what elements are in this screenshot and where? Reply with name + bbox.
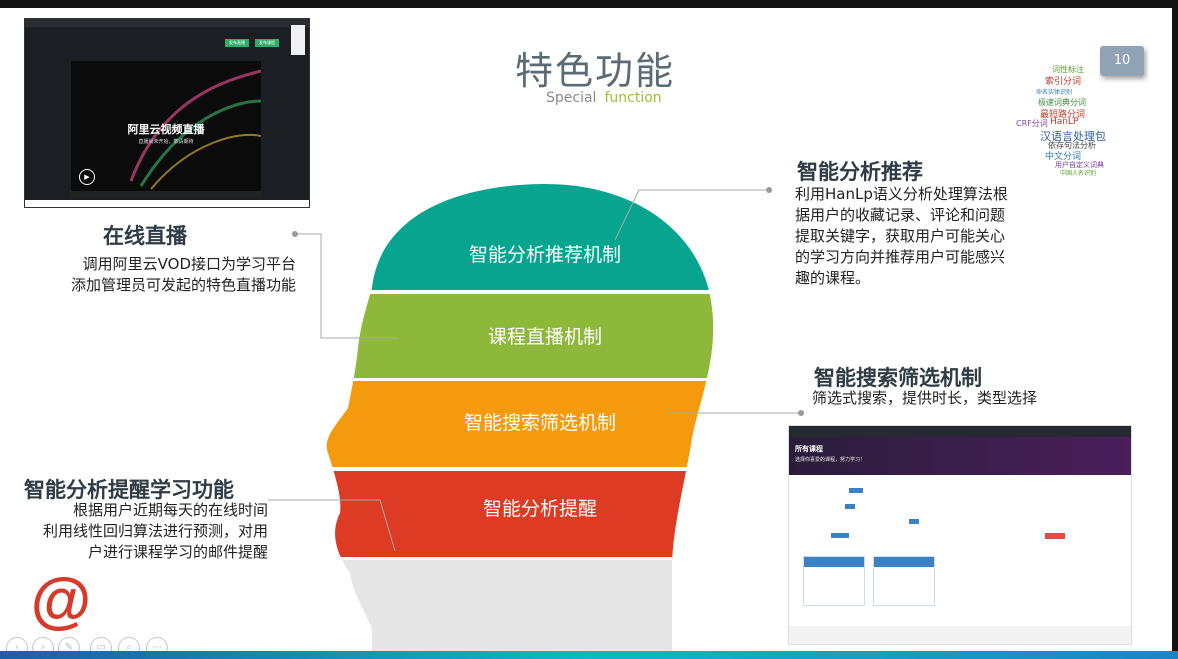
word-cloud-term: 用户自定义词典	[1055, 161, 1104, 169]
ss-video-swirl	[129, 69, 261, 190]
word-cloud-term: 中国人名识别	[1060, 170, 1097, 177]
ss2-course-card-header	[804, 557, 864, 567]
ss-footer	[25, 200, 309, 207]
ss-video-player: 阿里云视频直播 直播尚未开始，敬请期待 ▶	[71, 61, 261, 191]
ss-video-subtitle: 直播尚未开始，敬请期待	[138, 139, 194, 145]
head-layer-search	[326, 381, 714, 467]
ss2-course-card	[803, 556, 865, 606]
head-graphic	[268, 183, 804, 651]
taskbar-strip	[0, 651, 1178, 659]
ss2-filter-chip	[849, 488, 863, 493]
prev-slide-icon[interactable]: ‹	[6, 637, 28, 651]
word-cloud-term: 依存句法分析	[1048, 141, 1096, 150]
at-logo-icon: @	[30, 566, 92, 635]
more-options-icon[interactable]: ⋯	[146, 637, 168, 651]
word-cloud: 词性标注 索引分词 命名实体识别 极速词典分词 最短路分词 CRF分词 HanL…	[1012, 50, 1150, 190]
word-cloud-term: 汉语言处理包	[1040, 130, 1106, 143]
feature-title-remind: 智能分析提醒学习功能	[24, 477, 234, 502]
ss-publish-live-button: 发布直播	[225, 39, 249, 47]
ss2-banner-title: 所有课程	[795, 445, 823, 453]
feature-desc-line: 调用阿里云VOD接口为学习平台	[82, 255, 296, 273]
feature-desc-line: 提取关键字，获取用户可能关心	[795, 227, 1006, 245]
head-layer-recommend	[326, 183, 714, 290]
feature-desc-line: 户进行课程学习的邮件提醒	[87, 543, 268, 561]
word-cloud-term: HanLP	[1050, 117, 1079, 127]
connector-recommend	[614, 189, 769, 241]
connector-live	[295, 233, 398, 339]
slide-subtitle: Special function	[546, 90, 662, 106]
ss2-course-card	[873, 556, 935, 606]
feature-desc-line: 的学习方向并推荐用户可能感兴	[795, 248, 1006, 266]
connector-dot-recommend	[766, 187, 772, 193]
feature-desc-line: 筛选式搜索，提供时长，类型选择	[812, 389, 1038, 407]
layer-label-recommend: 智能分析推荐机制	[468, 244, 621, 266]
zoom-icon[interactable]: ⌕	[118, 637, 140, 651]
word-cloud-term: 极速词典分词	[1038, 98, 1086, 107]
feature-desc-line: 根据用户近期每天的在线时间	[72, 501, 268, 519]
ss-navbar	[25, 19, 309, 27]
feature-title-search: 智能搜索筛选机制	[814, 365, 982, 390]
ss2-banner-subtitle: 选择你喜爱的课程，努力学习！	[795, 457, 866, 463]
layer-label-remind: 智能分析提醒	[482, 498, 597, 520]
ss-video-controls	[71, 191, 261, 197]
ss2-banner: 所有课程 选择你喜爱的课程，努力学习！	[789, 437, 1131, 475]
word-cloud-term: 索引分词	[1045, 77, 1082, 87]
ss2-filter-panel	[809, 486, 1109, 546]
head-layer-base	[326, 560, 714, 651]
page-number-badge: 10	[1100, 46, 1144, 76]
subtitle-function: function	[604, 90, 662, 106]
head-layer-live	[326, 294, 714, 378]
pen-icon[interactable]: ✎	[58, 637, 80, 651]
word-cloud-term: 词性标注	[1052, 65, 1084, 74]
ss-side-tools	[291, 25, 305, 55]
ss2-navbar	[789, 426, 1131, 437]
word-cloud-term: CRF分词	[1016, 119, 1048, 128]
ss-publish-course-button: 发布课程	[255, 39, 279, 47]
head-layer-remind	[326, 471, 714, 557]
feature-desc-line: 利用HanLp语义分析处理算法根	[795, 185, 1008, 203]
connector-remind	[268, 499, 396, 552]
ss2-course-card-header	[874, 557, 934, 567]
feature-title-recommend: 智能分析推荐	[797, 159, 923, 184]
feature-desc-search: 筛选式搜索，提供时长，类型选择	[812, 388, 1092, 409]
subtitle-special: Special	[546, 90, 597, 106]
feature-desc-recommend: 利用HanLp语义分析处理算法根 据用户的收藏记录、评论和问题 提取关键字，获取…	[795, 184, 1075, 289]
ss2-filter-chip	[909, 519, 919, 524]
next-slide-icon[interactable]: ›	[32, 637, 54, 651]
slides-icon[interactable]: ▭	[90, 637, 112, 651]
feature-desc-remind: 根据用户近期每天的在线时间 利用线性回归算法进行预测，对用 户进行课程学习的邮件…	[10, 500, 268, 563]
connector-dot-search	[798, 410, 804, 416]
course-page-screenshot: 所有课程 选择你喜爱的课程，努力学习！	[788, 425, 1132, 645]
ss-video-title: 阿里云视频直播	[127, 123, 205, 136]
slide-title: 特色功能	[515, 49, 676, 93]
feature-desc-line: 添加管理员可发起的特色直播功能	[70, 276, 296, 294]
ss2-reset-button	[1045, 533, 1065, 539]
feature-title-live: 在线直播	[103, 223, 187, 248]
layer-label-live: 课程直播机制	[487, 326, 602, 348]
word-cloud-term: 中文分词	[1045, 152, 1082, 162]
ss-play-icon: ▶	[79, 169, 95, 185]
live-page-screenshot: 发布直播 发布课程 阿里云视频直播 直播尚未开始，敬请期待 ▶	[24, 18, 310, 208]
feature-desc-line: 据用户的收藏记录、评论和问题	[795, 206, 1006, 224]
ss2-filter-chip	[831, 533, 849, 538]
layer-label-search: 智能搜索筛选机制	[463, 412, 616, 434]
ss2-footer	[789, 626, 1131, 644]
ss2-filter-chip	[845, 504, 855, 509]
word-cloud-term: 命名实体识别	[1036, 89, 1073, 96]
feature-desc-line: 趣的课程。	[795, 269, 871, 287]
feature-desc-live: 调用阿里云VOD接口为学习平台 添加管理员可发起的特色直播功能	[36, 254, 296, 296]
word-cloud-term: 最短路分词	[1040, 110, 1086, 120]
connector-dot-live	[292, 231, 298, 237]
feature-desc-line: 利用线性回归算法进行预测，对用	[42, 522, 268, 540]
